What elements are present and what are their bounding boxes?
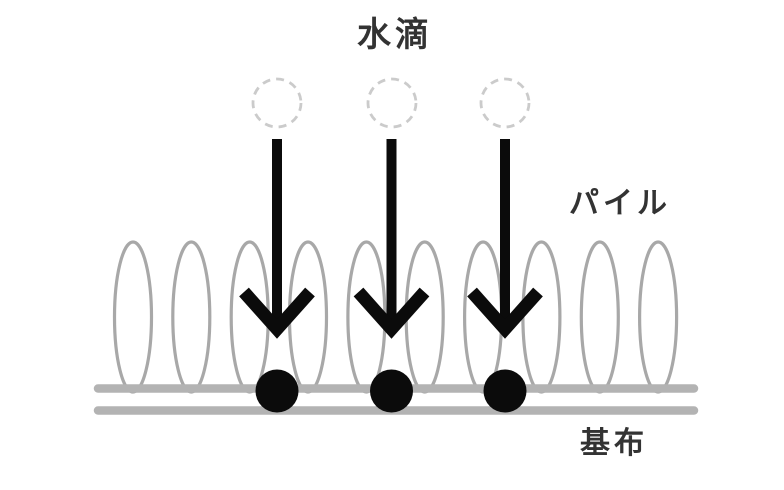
absorbed-droplet	[370, 369, 413, 413]
falling-arrow	[467, 139, 543, 339]
falling-arrow	[239, 139, 315, 339]
absorbed-droplet	[483, 369, 527, 413]
water-droplet-outline	[366, 77, 418, 129]
absorbed-droplet	[255, 369, 299, 413]
pile-loop	[579, 240, 620, 394]
pile-loop	[112, 240, 154, 394]
pile-loop	[404, 240, 445, 394]
pile-loop	[637, 240, 679, 394]
absorbed-drops	[255, 369, 527, 413]
water-droplet-label: 水滴	[357, 16, 433, 54]
pile-label: パイル	[569, 187, 671, 220]
pile-loop	[521, 240, 562, 394]
water-droplet-outline	[251, 77, 303, 129]
falling-arrow	[353, 139, 430, 339]
falling-arrows	[239, 139, 543, 339]
water-droplet-outline	[479, 77, 531, 129]
base-fabric-label: 基布	[580, 427, 648, 460]
water-droplet-outlines	[251, 77, 531, 129]
pile-loop	[171, 240, 212, 394]
